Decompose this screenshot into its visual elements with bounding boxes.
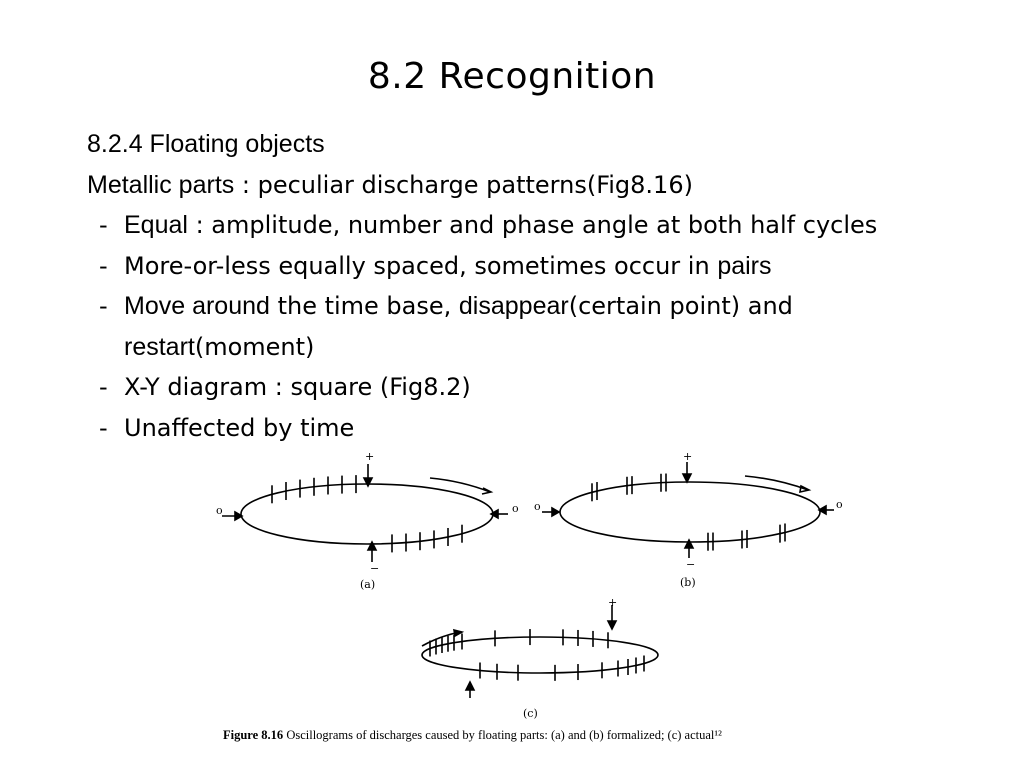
bullet-time: -Unaffected by time <box>87 408 1007 449</box>
left-zero-arrowhead-a <box>234 510 244 522</box>
figure-caption-label: Figure 8.16 <box>223 728 284 742</box>
intro-line: Metallic parts : peculiar discharge patt… <box>87 165 1007 206</box>
bullet-text: X-Y diagram : square (Fig8.2) <box>124 373 471 401</box>
bullet-dash: - <box>99 211 108 239</box>
minus-arrowhead-c <box>464 680 476 691</box>
panel-a-plus: + <box>365 450 375 463</box>
panel-c-label: (c) <box>523 707 538 720</box>
panel-a-label: (a) <box>360 578 376 591</box>
figure-oscillograms: + − o o (a) + − o o (b) + (c) Figure 8.1… <box>200 450 850 768</box>
bullet-dash: - <box>99 373 108 401</box>
section-subhead: 8.2.4 Floating objects <box>87 130 325 158</box>
minus-arrowhead-b <box>683 538 695 549</box>
rotation-arrowhead-c <box>453 628 465 638</box>
minus-arrowhead-a <box>366 540 378 551</box>
bullet-text: More-or-less equally spaced, sometimes o… <box>124 251 718 280</box>
rotation-arrow-a <box>429 477 491 493</box>
discharge-ticks-b <box>591 473 786 551</box>
bullet-key: Move around <box>124 292 270 320</box>
panel-b-plus: + <box>683 450 693 463</box>
bullet-dash: - <box>99 292 108 320</box>
discharge-ticks-a <box>271 475 463 553</box>
oscillogram-drawing <box>222 462 834 698</box>
right-zero-arrowhead-b <box>817 504 827 516</box>
right-zero-arrowhead-a <box>489 508 499 520</box>
plus-arrowhead-c <box>606 620 618 631</box>
panel-c-plus: + <box>608 596 618 609</box>
bullet-spacing: -More-or-less equally spaced, sometimes … <box>87 246 1007 287</box>
slide-body: 8.2.4 Floating objects Metallic parts : … <box>87 124 1007 448</box>
bullet-key: Equal <box>124 211 188 239</box>
slide-title: 8.2 Recognition <box>367 56 657 97</box>
discharge-ticks-c <box>429 629 645 681</box>
bullet-text: : amplitude, number and phase angle at b… <box>187 211 878 239</box>
plus-arrowhead-b <box>681 473 693 484</box>
ellipse-a <box>240 483 494 545</box>
bullet-text: Unaffected by time <box>124 413 355 442</box>
panel-a-minus: − <box>370 562 380 575</box>
bullet-key: restart <box>124 332 195 361</box>
panel-a-left-zero: o <box>216 504 223 517</box>
bullet-move: -Move around the time base, disappear(ce… <box>87 286 1007 327</box>
oscillogram-panel-a <box>222 464 508 562</box>
oscillogram-panel-c <box>421 605 659 698</box>
figure-caption: Figure 8.16 Oscillograms of discharges c… <box>223 728 823 742</box>
bullet-key: pairs <box>717 251 772 280</box>
intro-text: : peculiar discharge patterns(Fig8.16) <box>234 170 693 199</box>
panel-b-minus: − <box>686 558 696 571</box>
bullet-xy: -X-Y diagram : square (Fig8.2) <box>87 367 1007 408</box>
panel-b-label: (b) <box>680 576 696 589</box>
ellipse-b <box>559 481 821 543</box>
bullet-dash: - <box>99 413 108 442</box>
bullet-text-2: (certain point) and <box>568 292 793 320</box>
rotation-arrowhead-b <box>799 484 812 494</box>
panel-b-left-zero: o <box>534 500 541 513</box>
rotation-arrow-b <box>744 475 809 491</box>
bullet-equal: -Equal : amplitude, number and phase ang… <box>87 205 1007 246</box>
bullet-move-continued: restart(moment) <box>87 327 1007 368</box>
bullet-dash: - <box>99 251 108 280</box>
figure-caption-text: Oscillograms of discharges caused by flo… <box>283 728 722 742</box>
bullet-text: the time base, <box>269 292 459 320</box>
panel-b-right-zero: o <box>836 498 843 511</box>
ellipse-c <box>421 636 659 674</box>
plus-arrowhead-a <box>362 477 374 488</box>
panel-a-right-zero: o <box>512 502 519 515</box>
rotation-arrowhead-a <box>481 487 494 495</box>
bullet-text: (moment) <box>194 332 315 361</box>
bullet-key-2: disappear <box>458 292 569 320</box>
left-zero-arrowhead-b <box>551 506 561 518</box>
intro-key: Metallic parts <box>87 170 235 199</box>
oscillogram-panel-b <box>542 462 834 558</box>
